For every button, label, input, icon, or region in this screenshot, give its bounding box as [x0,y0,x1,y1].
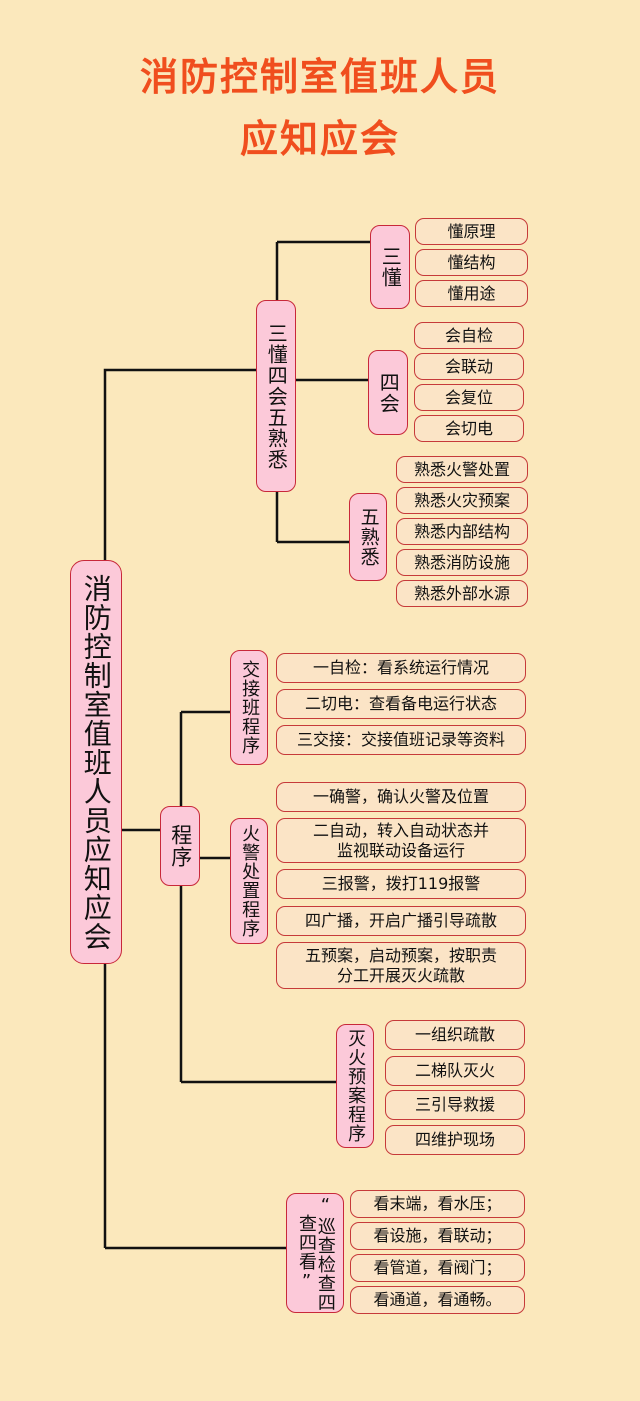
leaf-sandong-3: 懂用途 [415,280,528,307]
leaf-sandong-1: 懂原理 [415,218,528,245]
leaf-jiaojie-1: 一自检：看系统运行情况 [276,653,526,683]
node-chengxu: 程序 [160,806,200,886]
leaf-wushuxi-3: 熟悉内部结构 [396,518,528,545]
node-huojing-chuzhi: 火警处置程序 [230,818,268,944]
root-node: 消防控制室值班人员应知应会 [70,560,122,964]
leaf-sihui-2: 会联动 [414,353,524,380]
page-title-line-1: 消防控制室值班人员 [139,55,500,99]
leaf-sicha-3: 看管道，看阀门； [350,1254,525,1282]
leaf-sicha-4: 看通道，看通畅。 [350,1286,525,1314]
leaf-sihui-3: 会复位 [414,384,524,411]
leaf-miehuo-1: 一组织疏散 [385,1020,525,1050]
leaf-jiaojie-2: 二切电：查看备电运行状态 [276,689,526,719]
leaf-sandong-2: 懂结构 [415,249,528,276]
leaf-huojing-3: 三报警，拨打119报警 [276,869,526,899]
leaf-sihui-1: 会自检 [414,322,524,349]
page-title-line-2: 应知应会 [239,117,400,161]
leaf-sihui-4: 会切电 [414,415,524,442]
leaf-huojing-1: 一确警，确认火警及位置 [276,782,526,812]
leaf-huojing-4: 四广播，开启广播引导疏散 [276,906,526,936]
leaf-miehuo-3: 三引导救援 [385,1090,525,1120]
node-sandong-sihui-wushuxi: 三懂四会五熟悉 [256,300,296,492]
leaf-wushuxi-4: 熟悉消防设施 [396,549,528,576]
leaf-wushuxi-5: 熟悉外部水源 [396,580,528,607]
leaf-jiaojie-3: 三交接：交接值班记录等资料 [276,725,526,755]
leaf-miehuo-4: 四维护现场 [385,1125,525,1155]
leaf-sicha-2: 看设施，看联动； [350,1222,525,1250]
node-jiaojieban: 交接班程序 [230,650,268,765]
connector-root-to-s1 [103,368,256,562]
leaf-sicha-1: 看末端，看水压； [350,1190,525,1218]
leaf-wushuxi-1: 熟悉火警处置 [396,456,528,483]
leaf-wushuxi-2: 熟悉火灾预案 [396,487,528,514]
node-sandong: 三懂 [370,225,410,309]
node-xuncha-jiancha: “巡查检查四查四看” [286,1193,344,1313]
leaf-huojing-5: 五预案，启动预案，按职责 分工开展灭火疏散 [276,942,526,989]
node-sihui: 四会 [368,350,408,435]
leaf-miehuo-2: 二梯队灭火 [385,1056,525,1086]
node-miehuo-yuan: 灭火预案程序 [336,1024,374,1148]
leaf-huojing-2: 二自动，转入自动状态并 监视联动设备运行 [276,818,526,863]
node-wushuxi: 五熟悉 [349,493,387,581]
